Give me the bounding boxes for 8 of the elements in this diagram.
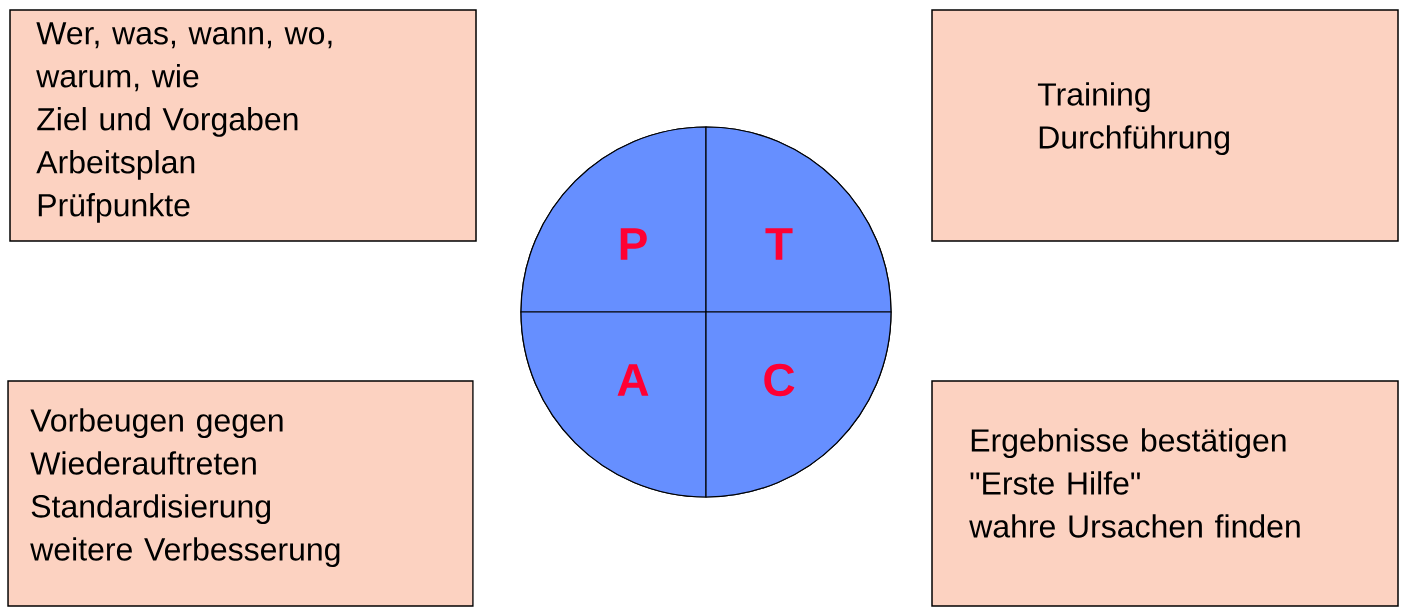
circle-quadrant: C: [705, 311, 892, 498]
circle-quadrant: P: [520, 126, 707, 313]
text-box: Training Durchführung: [931, 9, 1399, 242]
text-box: Vorbeugen gegen Wiederauftreten Standardisierung weitere Verbesserung: [7, 380, 474, 607]
circle-quadrant: T: [705, 126, 892, 313]
circle-quadrant: A: [520, 311, 707, 498]
text-box: Ergebnisse bestätigen "Erste Hilfe" wahre Ursachen finden: [931, 380, 1399, 607]
text-box: Wer, was, wann, wo, warum, wie Ziel und Vorgaben Arbeitsplan Prüfpunkte: [9, 9, 477, 242]
